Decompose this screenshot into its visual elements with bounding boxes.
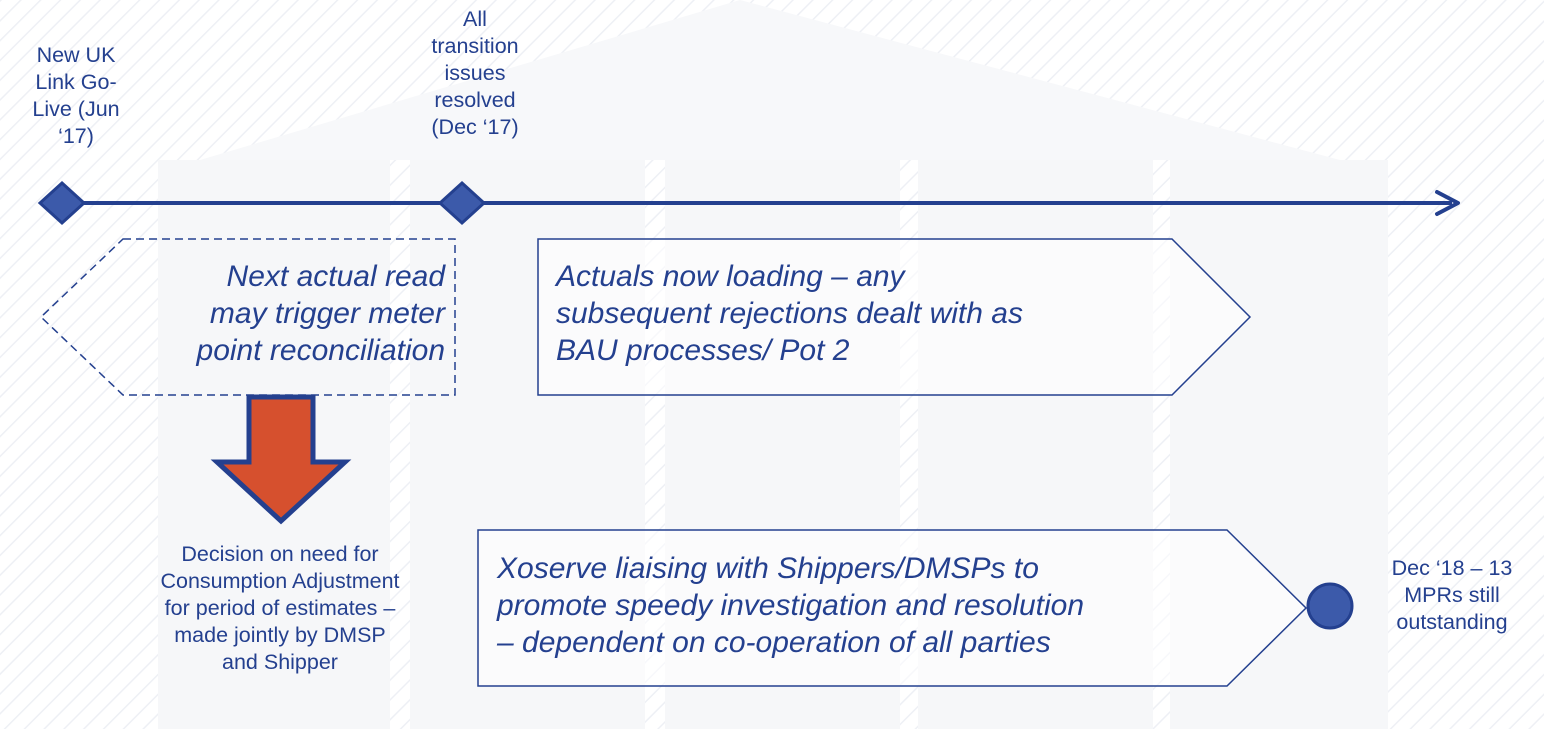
milestone-diamond-go-live [37, 180, 87, 226]
milestone-label-transition-resolved: All transition issues resolved (Dec ‘17) [431, 7, 519, 139]
down-arrow-shape [210, 394, 352, 525]
end-milestone-label: Dec ‘18 – 13 MPRs still outstanding [1391, 556, 1513, 634]
next-read-box-text: Next actual read may trigger meter point… [196, 260, 445, 367]
actuals-box-text: Actuals now loading – any subsequent rej… [556, 260, 1023, 367]
decision-note: Decision on need for Consumption Adjustm… [160, 542, 400, 674]
xoserve-box-text: Xoserve liaising with Shippers/DMSPs to … [497, 552, 1085, 659]
xoserve-box-outline [477, 529, 1308, 687]
timeline-arrowhead [1435, 190, 1460, 216]
milestone-label-go-live: New UK Link Go- Live (Jun ‘17) [32, 43, 120, 148]
milestone-diamond-transition-resolved [437, 180, 487, 226]
roof-shape [200, 0, 1340, 160]
end-milestone-circle [1306, 582, 1354, 630]
actuals-box-outline [537, 238, 1252, 396]
